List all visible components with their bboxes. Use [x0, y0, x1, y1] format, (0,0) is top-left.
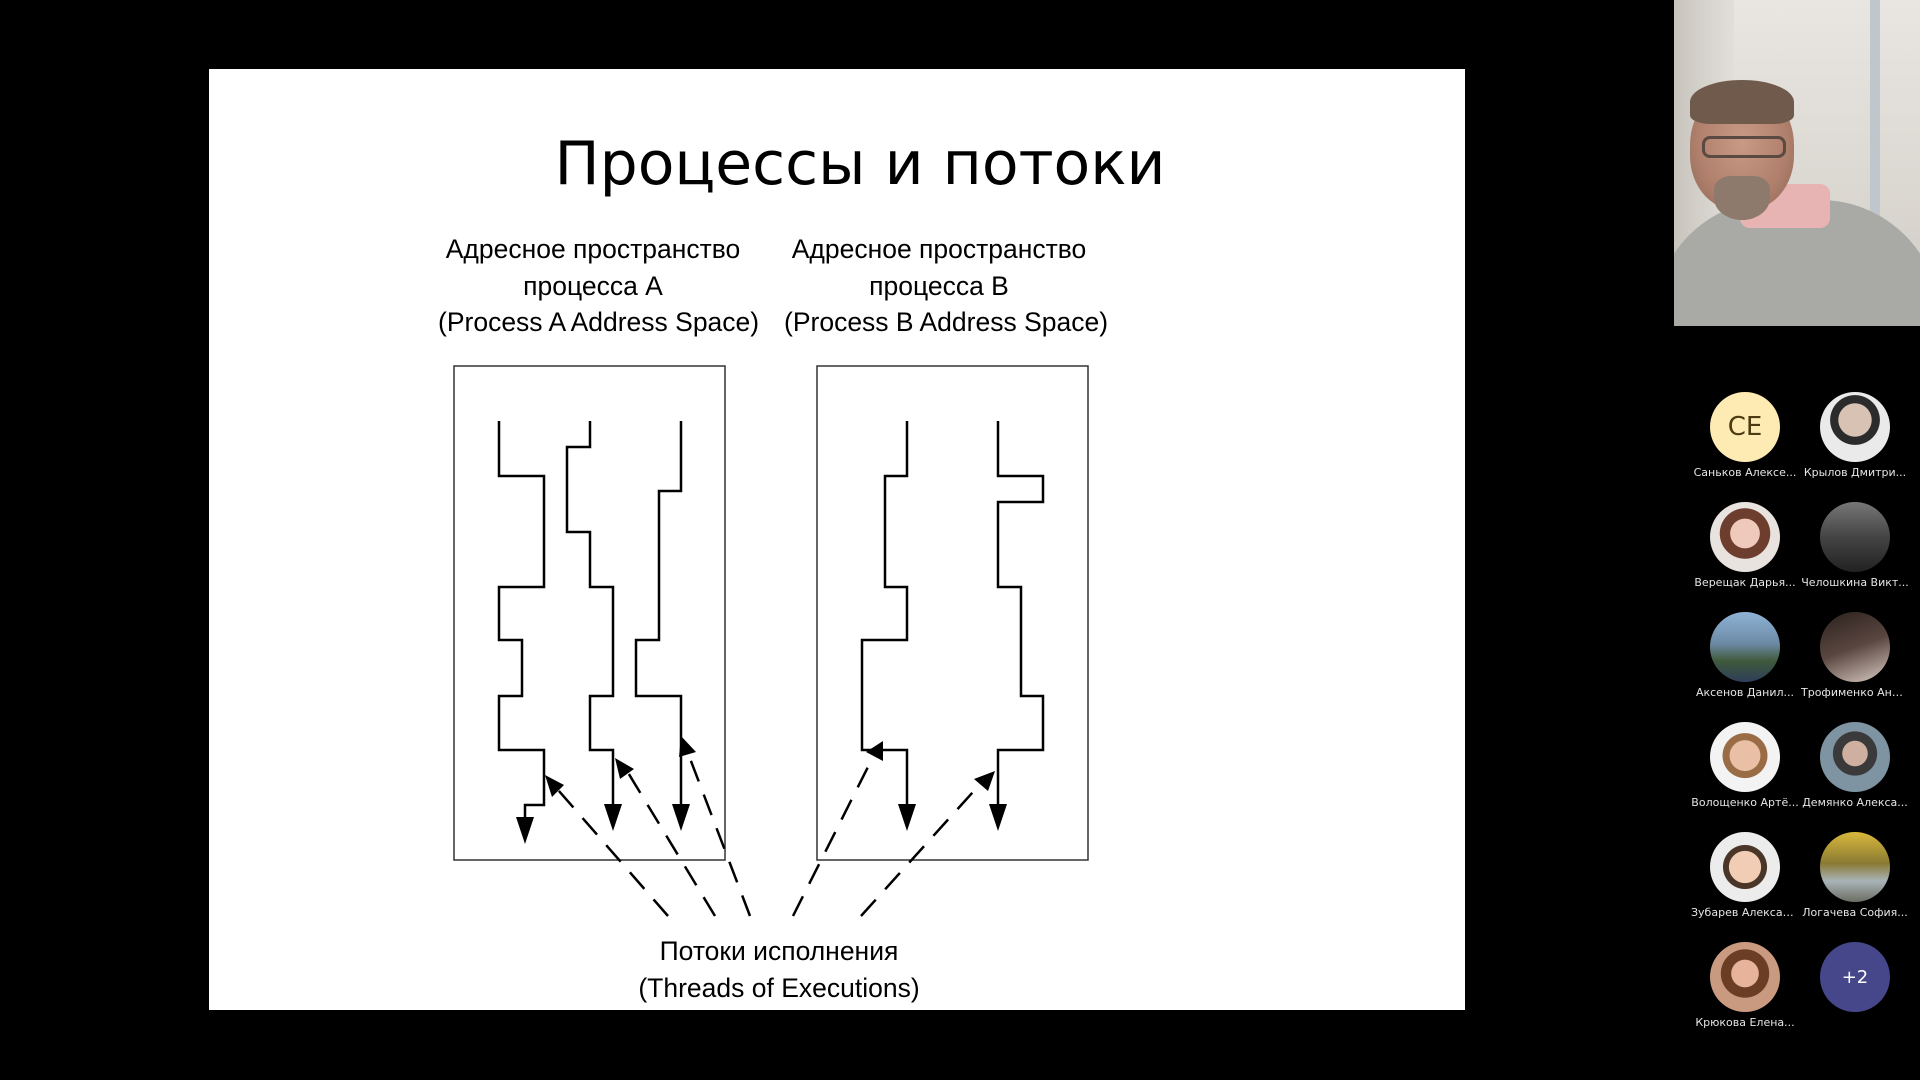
avatar: [1820, 832, 1890, 902]
thread-pointer-line: [551, 782, 669, 917]
process-b-caption-line: Адресное пространство: [791, 234, 1087, 264]
thread-b1-path: [860, 421, 909, 811]
process-a-caption: Адресное пространство процесса A (Proces…: [438, 231, 760, 341]
thread-pointer-arrowhead: [974, 771, 995, 791]
avatar: [1710, 942, 1780, 1012]
participant-tile[interactable]: Волощенко Артё...: [1690, 722, 1800, 822]
thread-pointer-line: [684, 747, 752, 917]
process-b-caption-line: (Process B Address Space): [784, 307, 1109, 337]
participant-tile[interactable]: Крюкова Елена...: [1690, 942, 1800, 1042]
process-a-caption-line: процесса A: [523, 270, 663, 301]
presenter-hair: [1690, 80, 1794, 124]
thread-a1-arrowhead: [516, 817, 534, 844]
participant-name: Волощенко Артё...: [1691, 796, 1799, 809]
participant-name: Крылов Дмитри...: [1803, 466, 1907, 479]
process-a-caption-line: Адресное пространство: [445, 234, 741, 264]
more-participants-badge[interactable]: +2: [1820, 942, 1890, 1012]
participant-name: Трофименко Ана...: [1801, 686, 1909, 699]
participant-tile[interactable]: Логачева София...: [1800, 832, 1910, 932]
thread-pointer-line: [791, 754, 876, 917]
thread-b2-arrowhead: [989, 804, 1007, 831]
process-b-box: [816, 365, 1089, 861]
participant-tile[interactable]: CE Саньков Алексе...: [1690, 392, 1800, 492]
thread-a1-path: [497, 421, 546, 829]
participant-tile[interactable]: Крылов Дмитри...: [1800, 392, 1910, 492]
background-pole: [1870, 0, 1880, 326]
avatar: [1820, 612, 1890, 682]
participant-name: Крюкова Елена...: [1695, 1016, 1795, 1029]
process-a-caption-line: (Process A Address Space): [438, 307, 760, 337]
presenter-video[interactable]: [1674, 0, 1920, 326]
participant-name: Саньков Алексе...: [1693, 466, 1797, 479]
slide-title: Процессы и потоки: [554, 129, 1166, 199]
thread-a2-path: [565, 421, 615, 811]
participant-tile[interactable]: Аксенов Данил...: [1690, 612, 1800, 712]
thread-a3-path: [634, 421, 683, 811]
avatar: CE: [1710, 392, 1780, 462]
more-participants-tile[interactable]: +2: [1800, 942, 1910, 1042]
thread-pointer-arrowhead: [679, 736, 696, 757]
presenter-beard: [1714, 176, 1770, 220]
thread-a3-arrowhead: [672, 804, 690, 831]
participant-tile[interactable]: Трофименко Ана...: [1800, 612, 1910, 712]
participant-name: Демянко Алекса...: [1802, 796, 1908, 809]
participant-name: Верещак Дарья...: [1694, 576, 1796, 589]
participant-tile[interactable]: Зубарев Алексан...: [1690, 832, 1800, 932]
avatar: [1710, 722, 1780, 792]
process-b-caption-line: процесса B: [869, 270, 1009, 301]
presenter-glasses: [1702, 136, 1786, 158]
participant-tile[interactable]: Демянко Алекса...: [1800, 722, 1910, 822]
participant-name: Зубарев Алексан...: [1691, 906, 1799, 919]
participant-tile[interactable]: Челошкина Викт...: [1800, 502, 1910, 602]
thread-pointer-arrowhead: [866, 741, 883, 761]
thread-pointer-arrowhead: [545, 775, 564, 797]
thread-pointer-line: [860, 781, 983, 917]
avatar: [1710, 832, 1780, 902]
threads-caption-line: (Threads of Executions): [638, 972, 920, 1003]
presentation-slide: Процессы и потоки Адресное пространство …: [209, 69, 1465, 1010]
participant-name: Челошкина Викт...: [1801, 576, 1909, 589]
process-b-caption: Адресное пространство процесса B (Proces…: [784, 231, 1109, 341]
thread-pointer-arrowhead: [615, 758, 634, 779]
threads-caption-line: Потоки исполнения: [659, 936, 899, 966]
threads-caption: Потоки исполнения (Threads of Executions…: [619, 933, 939, 1006]
thread-a2-arrowhead: [604, 804, 622, 831]
participant-tile[interactable]: Верещак Дарья...: [1690, 502, 1800, 602]
avatar: [1710, 502, 1780, 572]
thread-b1-arrowhead: [898, 804, 916, 831]
process-a-box: [453, 365, 726, 861]
participant-name: Логачева София...: [1802, 906, 1908, 919]
avatar: [1710, 612, 1780, 682]
thread-pointer-line: [622, 765, 717, 917]
avatar: [1820, 722, 1890, 792]
avatar: [1820, 392, 1890, 462]
participant-name: Аксенов Данил...: [1695, 686, 1795, 699]
avatar: [1820, 502, 1890, 572]
thread-b2-path: [996, 421, 1045, 811]
threads-diagram: [453, 365, 1089, 917]
